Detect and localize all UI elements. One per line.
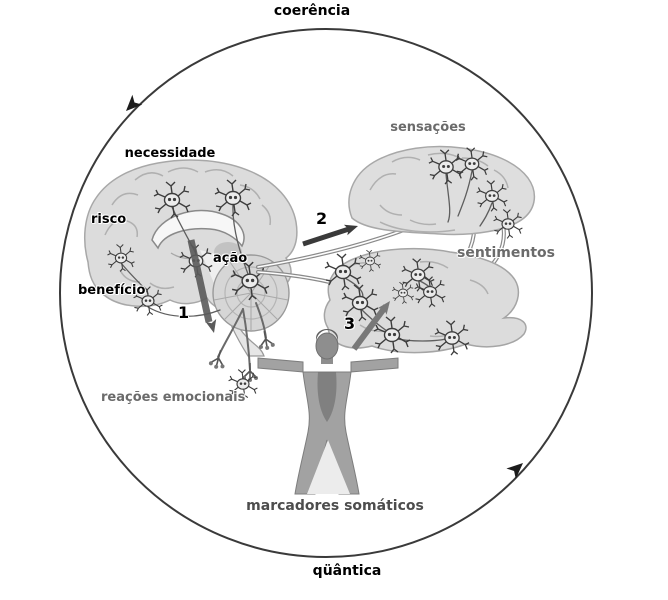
cycle-arrowhead-upper-left-icon [126, 94, 143, 111]
decision-brain-illustration [83, 159, 298, 357]
feelings-brain-illustration [323, 247, 527, 356]
cycle-arrowhead-lower-right-icon [506, 463, 523, 479]
torso-legs-shape [294, 371, 360, 495]
label-necessidade: necessidade [124, 146, 216, 161]
label-sensacoes: sensações [390, 120, 466, 135]
sensory-brain-neurons [428, 147, 523, 239]
step1-arrow-icon [187, 239, 217, 333]
synapse-terminal-icon [207, 347, 230, 372]
label-risco: risco [91, 212, 127, 227]
left-arm-shape [257, 357, 304, 373]
chest-shading [317, 372, 337, 422]
cycle-top-label: coerência [273, 3, 351, 19]
emotional-reaction-terminals [207, 302, 277, 399]
right-arm-shape [350, 357, 399, 373]
label-marcadores-somaticos: marcadores somáticos [246, 498, 424, 514]
decision-brain-gyri [104, 167, 272, 290]
sensory-brain-gyri [369, 152, 509, 233]
human-figure-illustration [257, 329, 399, 495]
step2-number: 2 [316, 209, 328, 228]
head-shape [315, 332, 339, 360]
between-legs-highlight [307, 440, 350, 494]
cycle-bottom-label: qüântica [312, 563, 382, 579]
corpus-callosum-shape [151, 209, 245, 250]
step3-arrow-icon [351, 301, 390, 351]
cycle-circle [59, 28, 593, 558]
thalamus-shape [214, 242, 242, 262]
step3-number: 3 [344, 314, 356, 333]
label-acao: ação [213, 251, 248, 266]
label-sentimentos: sentimentos [457, 245, 555, 261]
label-beneficio: benefício [78, 283, 146, 298]
step2-arrow-icon [302, 224, 358, 247]
sensory-brain-illustration [348, 145, 536, 239]
step1-number: 1 [178, 303, 190, 322]
label-reacoes-emocionais: reações emocionais [101, 390, 246, 405]
decision-brain-neurons [106, 179, 270, 317]
